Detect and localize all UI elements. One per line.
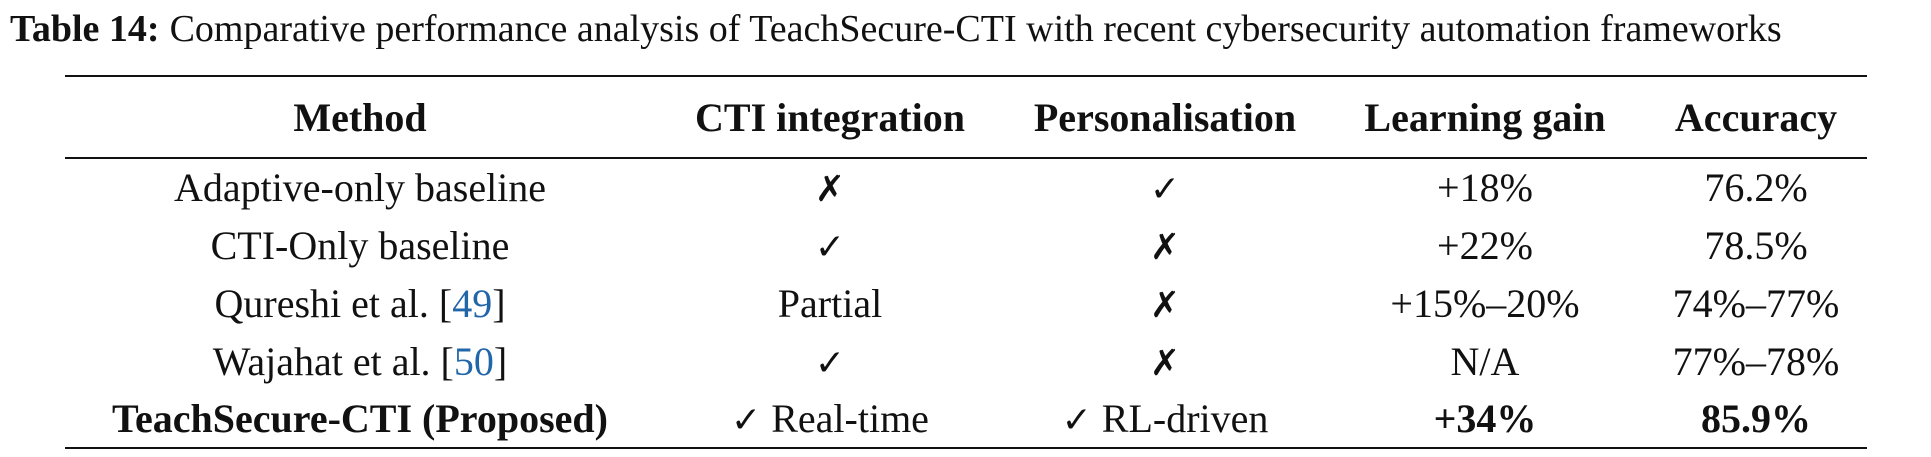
citation-link[interactable]: 50 [453, 338, 494, 384]
cell-accuracy: 76.2% [1704, 165, 1808, 210]
cell-method: CTI-Only baseline [210, 222, 510, 268]
cross-icon: ✗ [814, 169, 846, 210]
cti-integration-text: Real-time [771, 396, 929, 441]
cell-accuracy: 77%–78% [1672, 338, 1840, 384]
method-bracket: ] [492, 280, 506, 326]
cell-learning-gain: N/A [1450, 338, 1520, 384]
table-row: Qureshi et al. [49] Partial ✗ +15%–20% 7… [65, 274, 1867, 332]
cell-cti-integration: ✗ [655, 158, 1005, 216]
cell-learning-gain: +34% [1325, 390, 1645, 449]
method-text: Wajahat et al. [ [212, 338, 454, 384]
cell-learning-gain: +18% [1437, 165, 1533, 210]
cell-personalisation: ✗ [1005, 274, 1325, 332]
check-icon: ✓ [1061, 400, 1092, 441]
table-row: Wajahat et al. [50] ✓ ✗ N/A 77%–78% [65, 332, 1867, 390]
method-text: Qureshi et al. [ [214, 280, 453, 326]
cell-cti-integration: ✓ [655, 216, 1005, 274]
check-icon: ✓ [731, 400, 762, 441]
cell-accuracy: 78.5% [1704, 222, 1808, 268]
table-row: CTI-Only baseline ✓ ✗ +22% 78.5% [65, 216, 1867, 274]
table-caption: Table 14:Comparative performance analysi… [10, 4, 1931, 54]
cell-personalisation: ✗ [1005, 216, 1325, 274]
cell-method: Adaptive-only baseline [173, 165, 547, 210]
method-bracket: ] [493, 338, 508, 384]
citation-link[interactable]: 49 [452, 280, 493, 326]
cell-cti-integration: Partial [777, 280, 883, 326]
table-row: Adaptive-only baseline ✗ ✓ +18% 76.2% [65, 158, 1867, 216]
cell-accuracy: 74%–77% [1672, 280, 1840, 326]
comparison-table: Method CTI integration Personalisation L… [65, 75, 1867, 449]
cell-method: TeachSecure-CTI (Proposed) [65, 390, 655, 449]
check-icon: ✓ [814, 226, 846, 268]
table-row-proposed: TeachSecure-CTI (Proposed) ✓ Real-time ✓… [65, 390, 1867, 449]
cross-icon: ✗ [1149, 342, 1181, 384]
cell-accuracy: 85.9% [1645, 390, 1867, 449]
cell-learning-gain: +15%–20% [1390, 280, 1580, 326]
check-icon: ✓ [1149, 169, 1181, 210]
header-personalisation: Personalisation [1005, 75, 1325, 159]
cell-learning-gain: +22% [1437, 222, 1533, 268]
cell-personalisation: ✗ [1005, 332, 1325, 390]
cross-icon: ✗ [1149, 284, 1181, 326]
table-header-row: Method CTI integration Personalisation L… [65, 75, 1867, 159]
cell-personalisation: ✓ RL-driven [1005, 390, 1325, 449]
cell-method: Wajahat et al. [50] [65, 332, 655, 390]
cell-cti-integration: ✓ [655, 332, 1005, 390]
header-accuracy: Accuracy [1645, 75, 1867, 159]
cell-personalisation: ✓ [1005, 158, 1325, 216]
header-learning-gain: Learning gain [1325, 75, 1645, 159]
cell-method: Qureshi et al. [49] [65, 274, 655, 332]
cell-cti-integration: ✓ Real-time [655, 390, 1005, 449]
cross-icon: ✗ [1149, 226, 1181, 268]
personalisation-text: RL-driven [1101, 396, 1269, 441]
caption-text: Comparative performance analysis of Teac… [169, 8, 1782, 50]
header-method: Method [65, 75, 655, 159]
check-icon: ✓ [814, 342, 846, 384]
caption-label: Table 14: [10, 8, 160, 50]
header-cti-integration: CTI integration [655, 75, 1005, 159]
